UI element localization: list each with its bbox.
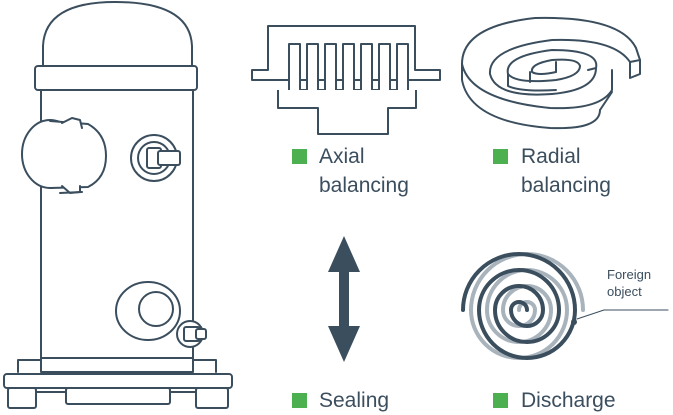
- radial-label-line1: Radial: [521, 145, 581, 168]
- green-marker-icon: [493, 149, 508, 164]
- foreign-object-callout: Foreign object: [607, 266, 651, 300]
- radial-label-line2: balancing: [521, 174, 611, 197]
- discharge-label: Discharge: [493, 386, 616, 415]
- axial-balancing-icon: [251, 25, 441, 135]
- double-arrow-icon: [328, 236, 360, 362]
- axial-label-line1: Axial: [319, 145, 365, 168]
- green-marker-icon: [493, 393, 508, 408]
- sealing-label: Sealing: [292, 386, 389, 415]
- sealing-label-text: Sealing: [319, 389, 390, 412]
- discharge-label-text: Discharge: [521, 389, 616, 412]
- radial-balancing-label: Radial balancing: [493, 142, 611, 200]
- spiral-scroll-icon: [461, 252, 669, 360]
- scroll-compressor-icon: [3, 1, 233, 409]
- callout-line1: Foreign: [607, 267, 652, 282]
- axial-label-line2: balancing: [319, 174, 409, 197]
- green-marker-icon: [292, 149, 307, 164]
- green-marker-icon: [292, 393, 307, 408]
- radial-balancing-icon: [461, 16, 641, 130]
- callout-line2: object: [607, 284, 642, 299]
- axial-balancing-label: Axial balancing: [292, 142, 409, 200]
